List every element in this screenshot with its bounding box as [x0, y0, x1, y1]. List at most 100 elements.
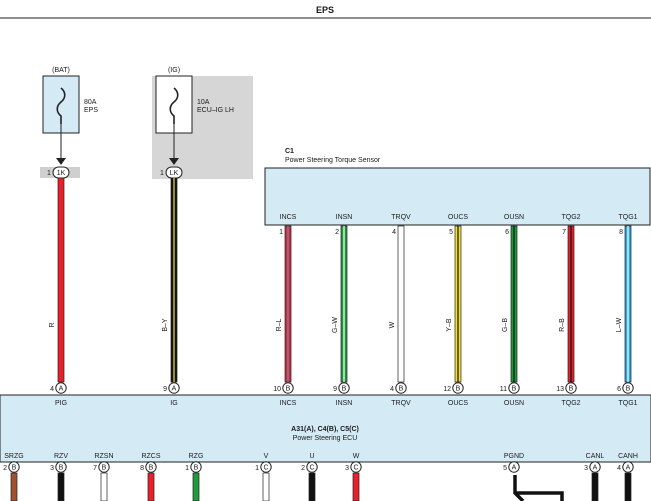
ecu-bottom-pin-conn-rzcs-circle: [145, 461, 157, 473]
fuse-ig-symbol: [169, 87, 179, 124]
ecu-bottom-pin-number-rzg: 1: [185, 465, 189, 472]
ecu-bottom-wire-rzsn: [100, 472, 108, 501]
ecu-bottom-pin-conn-pgnd-circle: [508, 461, 520, 473]
ecu-top-pin-conn-tqg1-letter: B: [626, 386, 631, 393]
ecu-bottom-pin-label-w: W: [353, 453, 360, 460]
power-wire-pig-body: [57, 177, 65, 383]
ecu-bottom-pin-conn-rzsn-letter: B: [102, 465, 107, 472]
ecu-top-pin-conn-insn-circle: [338, 382, 350, 394]
ecu-power-pin-number-ig: 9: [163, 386, 167, 393]
ecu-bottom-pin-conn-srzg-circle: [8, 461, 20, 473]
ecu-bottom-pin-conn-rzsn-circle: [98, 461, 110, 473]
sensor-pin-number-insn: 2: [335, 229, 339, 236]
ecu-top-pin-conn-insn-letter: B: [342, 386, 347, 393]
ecu-top-pin-conn-trqv-circle: [395, 382, 407, 394]
ecu-bottom-pin-conn-rzv-circle: [55, 461, 67, 473]
ecu-top-pin-conn-ousn-circle: [508, 382, 520, 394]
sensor-box: [264, 167, 651, 226]
ecu-top-pin-conn-tqg1-circle: [622, 382, 634, 394]
ecu-bottom-pin-conn-w-letter: C: [353, 465, 358, 472]
ecu-bottom-pin-conn-canh-circle: [622, 461, 634, 473]
ecu-bottom-pin-number-rzcs: 8: [140, 465, 144, 472]
sensor-pin-label-oucs: OUCS: [448, 214, 469, 221]
fuse-bat-symbol: [56, 87, 66, 124]
ecu-top-pin-conn-oucs-circle: [452, 382, 464, 394]
sensor-pin-number-tqg2: 7: [562, 229, 566, 236]
ecu-bottom-pin-conn-u-circle: [306, 461, 318, 473]
sensor-pin-label-incs: INCS: [280, 214, 297, 221]
ecu-bottom-wire-canl: [591, 472, 599, 501]
ecu-bottom-pin-conn-canl-letter: A: [593, 465, 598, 472]
ecu-bottom-pin-number-w: 3: [345, 465, 349, 472]
ecu-bottom-pin-label-canl: CANL: [586, 453, 605, 460]
ecu-top-pin-number-tqg2: 13: [556, 386, 564, 393]
fuse-bat-rating: 80A: [84, 99, 97, 106]
ecu-bottom-pin-conn-rzg-circle: [190, 461, 202, 473]
ecu-top-pin-number-insn: 9: [333, 386, 337, 393]
ecu-top-pin-label-tqg2: TQG2: [561, 400, 580, 407]
ecu-bottom-pin-conn-v-letter: C: [263, 465, 268, 472]
sensor-name: Power Steering Torque Sensor: [285, 157, 381, 164]
ecu-bottom-pin-label-canh: CANH: [618, 453, 638, 460]
ecu-bottom-pin-conn-u-letter: C: [309, 465, 314, 472]
ecu-top-pin-conn-incs-circle: [282, 382, 294, 394]
ecu-power-pin-number-pig: 4: [50, 386, 54, 393]
ecu-bottom-pin-number-canh: 4: [617, 465, 621, 472]
fuse-ig-connector-code: LK: [170, 170, 179, 177]
ecu-bottom-wire-rzcs: [147, 472, 155, 501]
pgnd-ground-trace: [513, 475, 564, 501]
ecu-box: [0, 394, 651, 463]
signal-wire-color-trqv: W: [389, 321, 396, 328]
ecu-top-pin-label-trqv: TRQV: [391, 400, 411, 407]
power-wire-color-ig: B–Y: [162, 318, 169, 332]
ecu-bottom-wire-canh: [624, 472, 632, 501]
ecu-power-pin-conn-ig-letter: A: [172, 386, 177, 393]
ecu-bottom-pin-label-rzcs: RZCS: [141, 453, 160, 460]
ecu-bottom-pin-conn-canl-circle: [589, 461, 601, 473]
ecu-bottom-wire-v: [262, 472, 270, 501]
ecu-top-pin-number-tqg1: 6: [617, 386, 621, 393]
sensor-pin-label-tqg2: TQG2: [561, 214, 580, 221]
ecu-bottom-wire-rzv: [57, 472, 65, 501]
ecu-top-pin-number-trqv: 4: [390, 386, 394, 393]
sensor-pin-number-oucs: 5: [449, 229, 453, 236]
ecu-bottom-pin-number-rzsn: 7: [93, 465, 97, 472]
fuse-bat-name: EPS: [84, 107, 98, 114]
ecu-bottom-pin-number-u: 2: [301, 465, 305, 472]
ecu-top-pin-conn-ousn-letter: B: [512, 386, 517, 393]
signal-wire-color-tqg1: L–W: [616, 317, 623, 332]
ecu-power-pin-conn-pig-circle: [55, 382, 67, 394]
sensor-pin-number-tqg1: 8: [619, 229, 623, 236]
ecu-top-pin-number-incs: 10: [273, 386, 281, 393]
ecu-top-pin-label-insn: INSN: [336, 400, 353, 407]
ecu-bottom-pin-number-srzg: 2: [3, 465, 7, 472]
ecu-bottom-pin-conn-w-circle: [350, 461, 362, 473]
ecu-bottom-pin-number-pgnd: 5: [503, 465, 507, 472]
fuse-ig-connector-pin: 1: [160, 170, 164, 177]
ecu-bottom-pin-number-rzv: 3: [50, 465, 54, 472]
ecu-top-pin-number-ousn: 11: [500, 386, 507, 393]
ecu-bottom-pin-conn-srzg-letter: B: [12, 465, 17, 472]
ecu-power-pin-label-ig: IG: [170, 400, 177, 407]
fuse-ig-rating: 10A: [197, 99, 210, 106]
sensor-pin-label-trqv: TRQV: [391, 214, 411, 221]
fuse-bat-arrow: [56, 158, 66, 165]
ecu-name: Power Steering ECU: [293, 435, 358, 442]
ecu-bottom-pin-number-v: 1: [255, 465, 259, 472]
ecu-top-pin-label-tqg1: TQG1: [618, 400, 637, 407]
sensor-pin-label-insn: INSN: [336, 214, 353, 221]
fuse-bat-source: (BAT): [52, 67, 70, 74]
ecu-top-pin-conn-oucs-letter: B: [456, 386, 461, 393]
ecu-bottom-pin-label-rzg: RZG: [189, 453, 204, 460]
signal-wire-trqv-body: [397, 225, 405, 383]
ecu-bottom-pin-conn-rzcs-letter: B: [149, 465, 154, 472]
ecu-id: A31(A), C4(B), C5(C): [291, 426, 359, 433]
sensor-pin-number-trqv: 4: [392, 229, 396, 236]
signal-wire-color-oucs: Y–B: [446, 318, 453, 332]
signal-wire-color-incs: R–L: [276, 318, 283, 331]
ecu-bottom-wire-w: [352, 472, 360, 501]
fuse-bat-connector-pin: 1: [47, 170, 51, 177]
